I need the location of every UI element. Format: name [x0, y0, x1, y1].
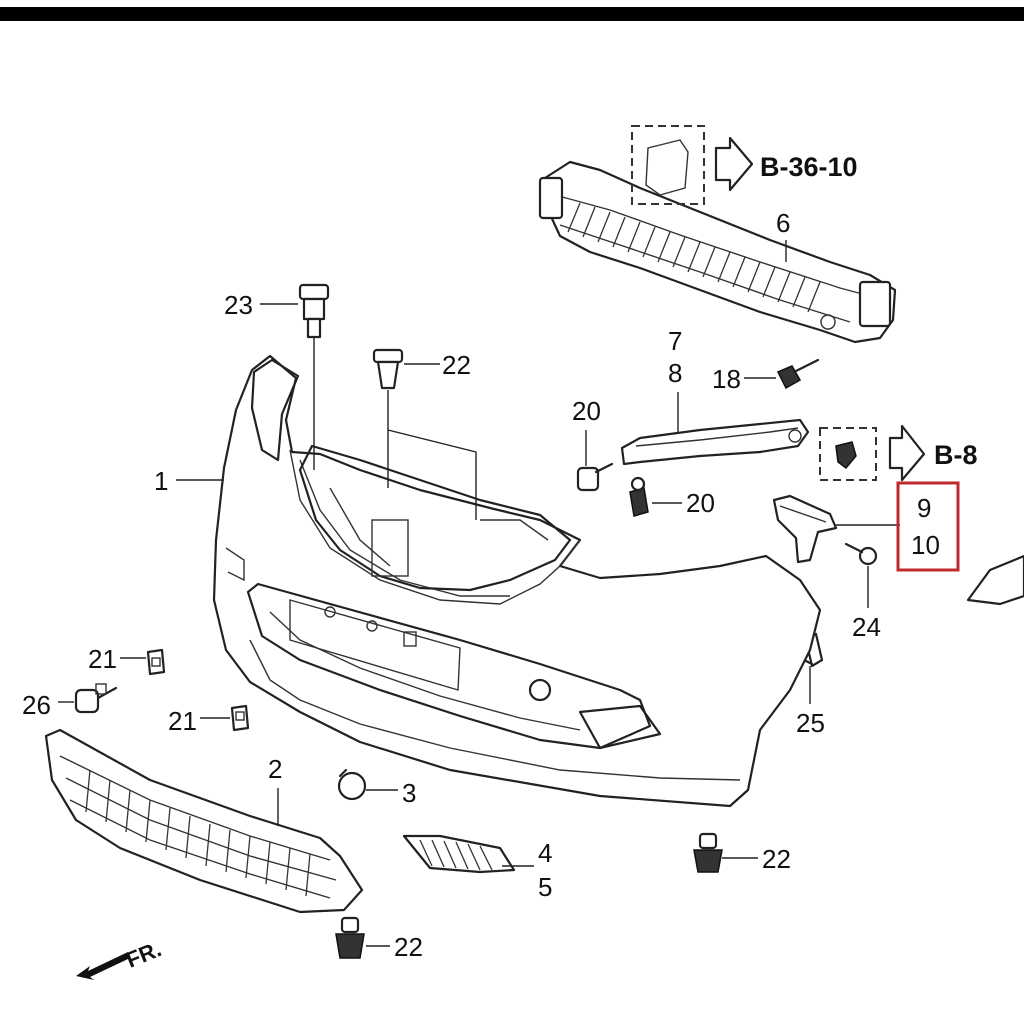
- front-bumper-face: [212, 354, 822, 808]
- label-24: 24: [852, 612, 881, 642]
- clip-20-upper: [576, 462, 614, 492]
- label-23: 23: [224, 290, 253, 320]
- label-21b: 21: [168, 706, 197, 736]
- label-22c: 22: [394, 932, 423, 962]
- clip-21-upper: [146, 648, 166, 676]
- highlight-box: [896, 481, 960, 572]
- label-25: 25: [796, 708, 825, 738]
- clip-21-lower: [230, 704, 250, 732]
- front-direction-arrow: FR.: [76, 936, 165, 980]
- clip-22-bottom: [335, 916, 365, 959]
- label-3: 3: [402, 778, 416, 808]
- clip-22-top: [372, 348, 404, 390]
- label-5: 5: [538, 872, 552, 902]
- label-20a: 20: [572, 396, 601, 426]
- label-8: 8: [668, 358, 682, 388]
- ref-b36-10-group: B-36-10: [631, 125, 858, 205]
- bolt-26: [74, 683, 118, 714]
- label-4: 4: [538, 838, 552, 868]
- lower-grille: [44, 728, 364, 914]
- front-direction-label: FR.: [123, 936, 165, 972]
- side-bracket-7-8: [620, 418, 810, 466]
- label-26: 26: [22, 690, 51, 720]
- label-2: 2: [268, 754, 282, 784]
- screw-24: [844, 542, 878, 566]
- bolt-18: [776, 358, 820, 390]
- label-9[interactable]: 9: [917, 493, 931, 523]
- fog-lamp-cover-4-5: [402, 834, 516, 874]
- clip-20-lower: [629, 476, 649, 517]
- label-21a: 21: [88, 644, 117, 674]
- label-20b: 20: [686, 488, 715, 518]
- label-6: 6: [776, 208, 790, 238]
- tow-ring-cover-3: [337, 768, 367, 801]
- ref-b8-group: B-8: [819, 424, 978, 482]
- corner-bracket-9-10: [772, 494, 838, 564]
- top-border: [0, 0, 1024, 22]
- label-18: 18: [712, 364, 741, 394]
- label-10[interactable]: 10: [911, 530, 940, 560]
- label-22b: 22: [762, 844, 791, 874]
- bumper-reinforcement-beam: [538, 160, 897, 344]
- label-22a: 22: [442, 350, 471, 380]
- clip-22-middle: [693, 832, 723, 873]
- side-spacer-partial: [966, 554, 1024, 606]
- ref-b36-10-label[interactable]: B-36-10: [760, 152, 858, 182]
- label-7: 7: [668, 326, 682, 356]
- ref-b8-label[interactable]: B-8: [934, 440, 978, 470]
- label-1: 1: [154, 466, 168, 496]
- clip-23: [298, 283, 330, 339]
